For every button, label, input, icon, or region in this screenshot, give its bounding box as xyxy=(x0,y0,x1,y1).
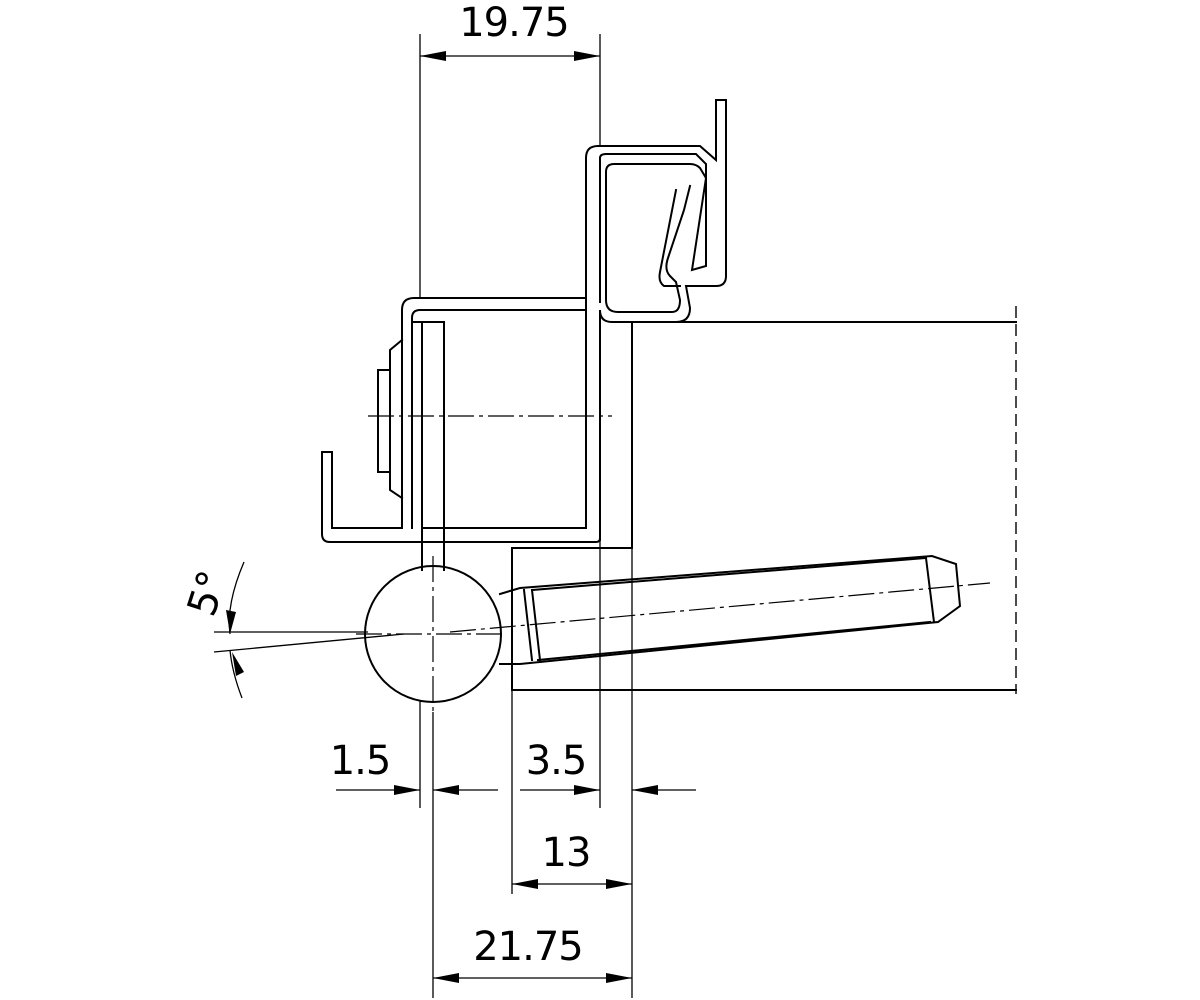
hinge-pin xyxy=(411,321,445,571)
dim-offset-right-label: 3.5 xyxy=(526,738,587,784)
dimension-21-75: 21.75 xyxy=(433,924,632,983)
dim-depth-label: 13 xyxy=(542,830,591,876)
dim-bottom-width-label: 21.75 xyxy=(473,924,583,970)
dimension-13: 13 xyxy=(512,830,632,889)
dimension-19-75: 19.75 xyxy=(419,0,601,298)
angle-dimension: 5° xyxy=(179,561,405,699)
dim-top-width-label: 19.75 xyxy=(459,0,569,46)
clip-profile xyxy=(585,99,727,541)
dim-offset-left-label: 1.5 xyxy=(330,738,391,784)
threaded-bolt xyxy=(498,554,962,665)
dimension-1-5: 1.5 xyxy=(330,738,498,795)
frame-block xyxy=(511,306,1017,694)
center-lines xyxy=(356,415,991,712)
mounting-bracket xyxy=(321,297,602,543)
dimension-3-5: 3.5 xyxy=(520,738,696,795)
